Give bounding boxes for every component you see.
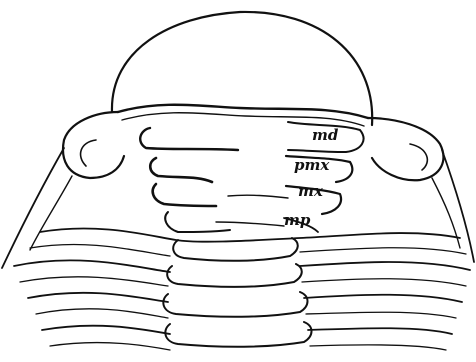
label-pmx: pmx [294, 156, 330, 174]
right-cheek-lobe [368, 118, 443, 180]
label-mx: mx [298, 182, 324, 200]
thorax-segment-4-inner [50, 343, 170, 350]
axial-ring-3 [163, 292, 307, 317]
thorax-segment-2-inner [20, 277, 168, 286]
label-mp: mp [284, 211, 311, 229]
thorax-segment-4 [42, 326, 170, 334]
right-cheek-inner [410, 144, 427, 170]
label-md: md [312, 126, 339, 144]
thorax-segment-1-inner [30, 244, 170, 256]
thorax-segment-1 [40, 228, 460, 241]
thorax-segment-1-inner-right [300, 248, 466, 254]
thorax-segment-4-right [308, 328, 452, 334]
thorax-segment-4-inner-right [310, 345, 446, 350]
thorax-segment-2-inner-right [302, 279, 466, 286]
thorax-segment-3 [28, 293, 168, 302]
appendage-base-2 [150, 158, 212, 182]
dome-collar-line-inner [122, 113, 364, 126]
left-cheek-lobe [63, 112, 124, 178]
appendage-base-1 [140, 128, 238, 150]
thorax-segment-2 [14, 260, 170, 272]
left-cheek-inner [81, 140, 96, 166]
axial-ring-4 [165, 322, 311, 347]
left-margin-outer [2, 148, 64, 268]
mid-connector-lower [216, 222, 284, 226]
mid-connector-upper [228, 195, 288, 198]
left-margin-inner [30, 176, 72, 250]
thorax-segment-3-right [304, 295, 462, 302]
axial-ring-2 [167, 264, 302, 287]
thorax-segment-2-right [300, 262, 470, 270]
appendage-base-3 [153, 184, 216, 206]
thorax-segment-3-inner [36, 309, 168, 318]
thorax-segment-3-inner-right [306, 312, 456, 318]
right-margin-outer [442, 150, 474, 262]
